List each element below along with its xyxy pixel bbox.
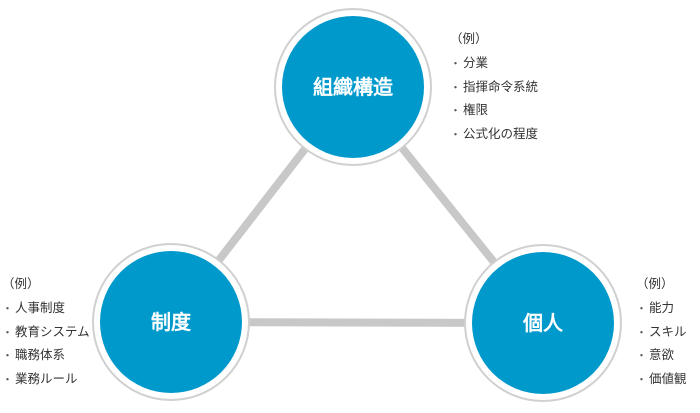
list-item: 職務体系 — [2, 344, 90, 368]
examples-list: 分業 指揮命令系統 権限 公式化の程度 — [450, 52, 538, 146]
examples-list: 人事制度 教育システム 職務体系 業務ルール — [2, 297, 90, 391]
examples-heading: （例） — [450, 31, 488, 46]
examples-list: 能力 スキル 意欲 価値観 — [636, 297, 687, 391]
list-item: スキル — [636, 321, 687, 345]
list-item: 教育システム — [2, 321, 90, 345]
node-system: 制度 — [92, 243, 250, 401]
list-item: 業務ルール — [2, 368, 90, 392]
list-item: 能力 — [636, 297, 687, 321]
examples-left: （例） 人事制度 教育システム 職務体系 業務ルール — [2, 273, 90, 391]
examples-top: （例） 分業 指揮命令系統 権限 公式化の程度 — [450, 28, 538, 146]
list-item: 価値観 — [636, 368, 687, 392]
examples-right: （例） 能力 スキル 意欲 価値観 — [636, 273, 687, 391]
node-circle — [472, 252, 614, 394]
node-circle — [282, 16, 424, 158]
examples-heading: （例） — [636, 276, 674, 291]
list-item: 分業 — [450, 52, 538, 76]
examples-heading: （例） — [2, 276, 40, 291]
node-individual: 個人 — [464, 244, 622, 402]
list-item: 権限 — [450, 99, 538, 123]
list-item: 公式化の程度 — [450, 123, 538, 147]
node-organization-structure: 組織構造 — [274, 8, 432, 166]
node-label-top: 組織構造 — [313, 75, 394, 99]
list-item: 指揮命令系統 — [450, 76, 538, 100]
list-item: 人事制度 — [2, 297, 90, 321]
list-item: 意欲 — [636, 344, 687, 368]
node-circle — [100, 251, 242, 393]
node-label-left: 制度 — [151, 310, 192, 334]
node-label-right: 個人 — [522, 311, 564, 335]
